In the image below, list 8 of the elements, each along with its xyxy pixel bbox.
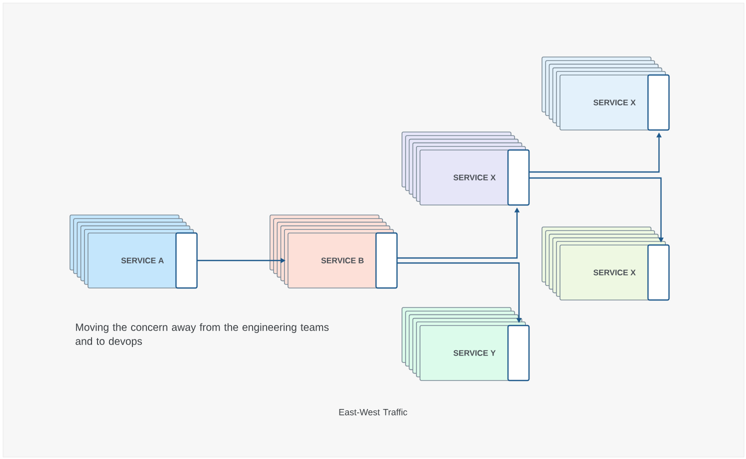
note-text: Moving the concern away from the engineering teams and to devops — [76, 323, 329, 347]
service-stack: SERVICE A — [70, 214, 198, 289]
service-stack: SERVICE X — [402, 132, 530, 206]
caption-text: East-West Traffic — [339, 408, 408, 416]
service-stack: SERVICE B — [270, 214, 398, 289]
service-stack: SERVICE X — [542, 56, 670, 131]
service-stack: SERVICE Y — [402, 307, 530, 382]
service-stack: SERVICE X — [542, 226, 670, 301]
